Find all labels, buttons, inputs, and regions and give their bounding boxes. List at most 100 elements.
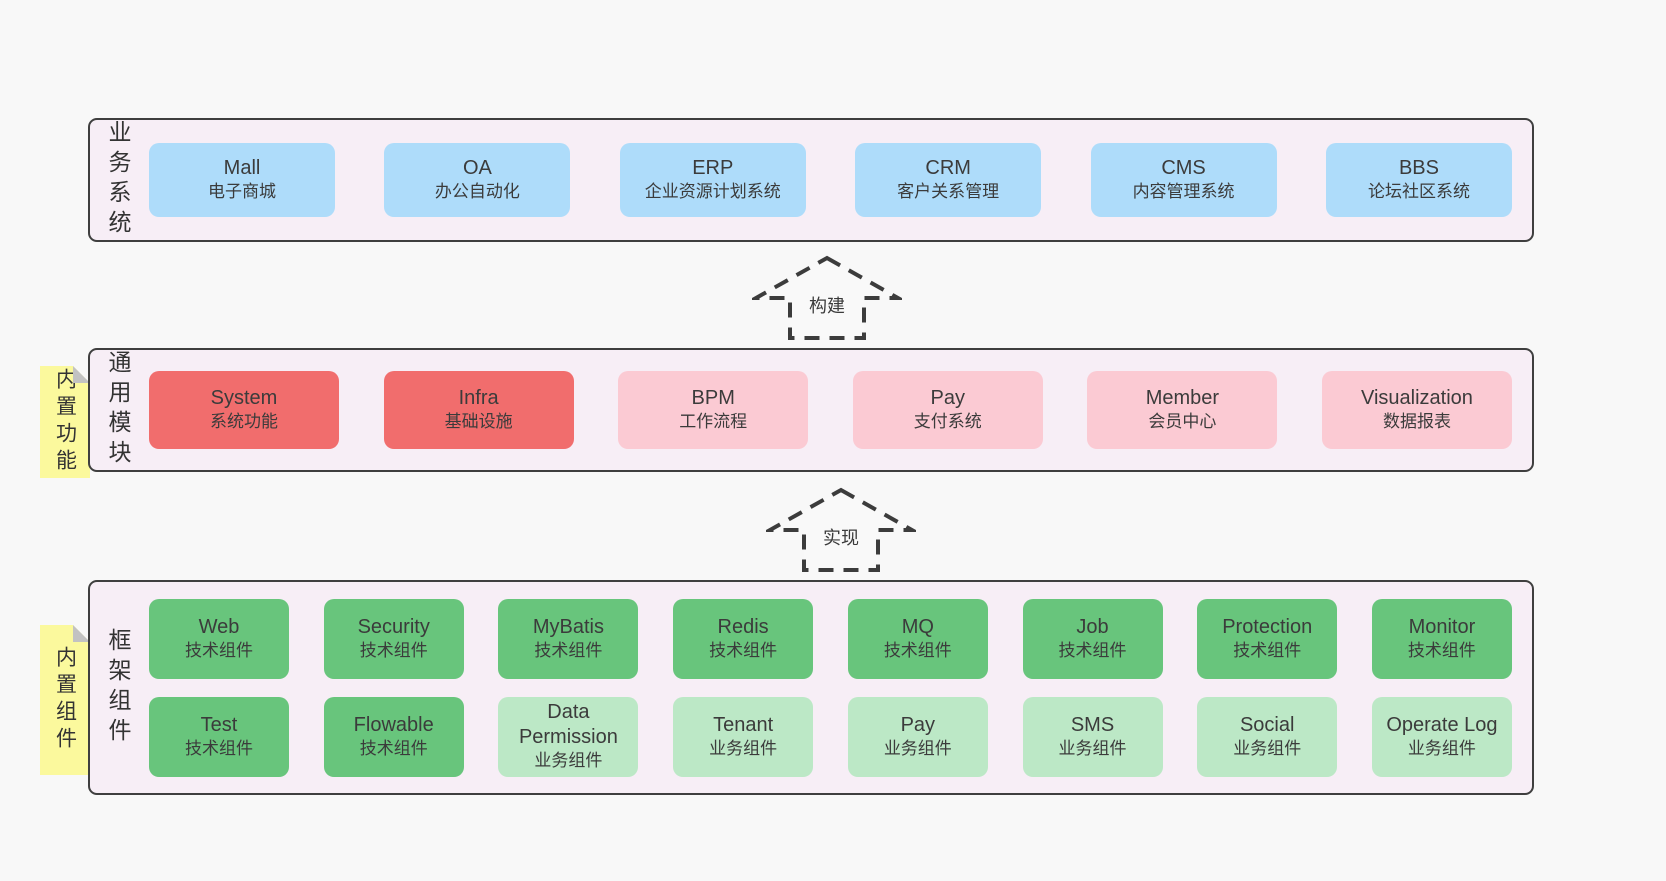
box-name: Pay <box>900 713 936 736</box>
box-name: CRM <box>925 157 971 180</box>
box-flowable: Flowable 技术组件 <box>323 696 464 777</box>
box-subtitle: 技术组件 <box>1058 640 1127 660</box>
box-subtitle: 技术组件 <box>185 738 253 758</box>
box-name: ERP <box>692 157 734 180</box>
box-subtitle: 技术组件 <box>359 738 428 758</box>
box-operate-log: Operate Log 业务组件 <box>1371 696 1512 777</box>
box-name: Pay <box>930 387 966 410</box>
box-subtitle: 业务组件 <box>1233 738 1302 758</box>
band-title-business: 业务系统 <box>105 120 131 240</box>
box-subtitle: 技术组件 <box>1407 640 1476 660</box>
box-subtitle: 技术组件 <box>709 640 778 660</box>
box-name: Infra <box>458 387 499 410</box>
box-name: Web <box>198 615 240 638</box>
box-bpm: BPM 工作流程 <box>618 371 809 449</box>
box-erp: ERP 企业资源计划系统 <box>619 143 806 217</box>
box-redis: Redis 技术组件 <box>673 598 814 679</box>
box-subtitle: 电子商城 <box>208 182 276 202</box>
box-web: Web 技术组件 <box>149 598 289 679</box>
box-subtitle: 业务组件 <box>1407 738 1476 758</box>
box-subtitle: 技术组件 <box>185 640 253 660</box>
build-arrow-label: 构建 <box>752 292 902 318</box>
box-subtitle: 企业资源计划系统 <box>644 182 781 202</box>
box-test: Test 技术组件 <box>149 696 289 777</box>
framework-boxes-grid: Web 技术组件 Security 技术组件 MyBatis 技术组件 Redi… <box>149 598 1512 777</box>
box-subtitle: 内容管理系统 <box>1132 182 1235 202</box>
box-name: Social <box>1239 713 1295 736</box>
build-arrow-icon: 构建 <box>752 254 902 342</box>
framework-row-2: Test 技术组件 Flowable 技术组件 Data Permission … <box>149 696 1512 777</box>
sticky-label: 内置功能 <box>53 368 77 476</box>
box-name: Data Permission <box>518 701 618 749</box>
box-name: Member <box>1145 387 1220 410</box>
box-member: Member 会员中心 <box>1087 371 1278 449</box>
box-name: BPM <box>691 387 735 410</box>
framework-row-1: Web 技术组件 Security 技术组件 MyBatis 技术组件 Redi… <box>149 598 1512 679</box>
box-name: BBS <box>1398 157 1439 180</box>
box-name: Mall <box>223 157 261 180</box>
box-pay-component: Pay 业务组件 <box>847 696 988 777</box>
box-name: Visualization <box>1361 387 1473 410</box>
band-title-framework-components: 框架组件 <box>105 627 131 748</box>
box-name: Redis <box>717 615 769 638</box>
box-monitor: Monitor 技术组件 <box>1371 598 1512 679</box>
box-sms: SMS 业务组件 <box>1022 696 1163 777</box>
framework-components-band: 框架组件 Web 技术组件 Security 技术组件 MyBatis 技术组件… <box>88 580 1534 795</box>
box-name: MyBatis <box>532 615 604 638</box>
box-name: Job <box>1076 615 1109 638</box>
box-visualization: Visualization 数据报表 <box>1321 371 1512 449</box>
box-name: Tenant <box>713 713 774 736</box>
box-subtitle: 业务组件 <box>1058 738 1127 758</box>
box-security: Security 技术组件 <box>323 598 464 679</box>
common-modules-boxes-row: System 系统功能 Infra 基础设施 BPM 工作流程 Pay 支付系统… <box>149 371 1512 449</box>
sticky-note-built-in-components: 内置组件 <box>40 625 90 775</box>
box-name: Protection <box>1222 615 1313 638</box>
box-job: Job 技术组件 <box>1022 598 1163 679</box>
box-pay: Pay 支付系统 <box>852 371 1043 449</box>
box-name: Test <box>200 713 238 736</box>
box-subtitle: 技术组件 <box>883 640 952 660</box>
box-infra: Infra 基础设施 <box>383 371 574 449</box>
box-subtitle: 系统功能 <box>210 412 278 432</box>
box-subtitle: 论坛社区系统 <box>1367 182 1470 202</box>
box-mall: Mall 电子商城 <box>149 143 335 217</box>
box-name: OA <box>462 157 492 180</box>
common-modules-band: 通用模块 System 系统功能 Infra 基础设施 BPM 工作流程 Pay… <box>88 348 1534 472</box>
band-title-common-modules: 通用模块 <box>105 350 131 470</box>
box-bbs: BBS 论坛社区系统 <box>1325 143 1512 217</box>
sticky-note-built-in-features: 内置功能 <box>40 366 90 478</box>
implement-arrow-label: 实现 <box>766 524 916 550</box>
box-subtitle: 会员中心 <box>1148 412 1217 432</box>
box-system: System 系统功能 <box>149 371 339 449</box>
box-name: Monitor <box>1408 615 1476 638</box>
box-name: Security <box>357 615 430 638</box>
business-systems-band: 业务系统 Mall 电子商城 OA 办公自动化 ERP 企业资源计划系统 CRM… <box>88 118 1534 242</box>
box-name: MQ <box>901 615 934 638</box>
box-subtitle: 业务组件 <box>883 738 952 758</box>
box-social: Social 业务组件 <box>1197 696 1338 777</box>
box-subtitle: 工作流程 <box>679 412 748 432</box>
box-tenant: Tenant 业务组件 <box>673 696 814 777</box>
box-oa: OA 办公自动化 <box>384 143 571 217</box>
box-mq: MQ 技术组件 <box>847 598 988 679</box>
business-boxes-row: Mall 电子商城 OA 办公自动化 ERP 企业资源计划系统 CRM 客户关系… <box>149 143 1512 217</box>
box-subtitle: 数据报表 <box>1382 412 1451 432</box>
box-name: Flowable <box>353 713 434 736</box>
implement-arrow-icon: 实现 <box>766 486 916 574</box>
sticky-label: 内置组件 <box>53 646 77 754</box>
box-subtitle: 业务组件 <box>709 738 778 758</box>
box-subtitle: 业务组件 <box>534 751 603 771</box>
box-crm: CRM 客户关系管理 <box>855 143 1042 217</box>
box-subtitle: 基础设施 <box>444 412 513 432</box>
box-name: CMS <box>1161 157 1206 180</box>
box-subtitle: 技术组件 <box>1233 640 1302 660</box>
box-protection: Protection 技术组件 <box>1197 598 1338 679</box>
box-name: System <box>210 387 278 410</box>
box-subtitle: 办公自动化 <box>434 182 520 202</box>
box-name: SMS <box>1070 713 1115 736</box>
box-data-permission: Data Permission 业务组件 <box>498 696 639 777</box>
box-subtitle: 支付系统 <box>913 412 982 432</box>
box-subtitle: 技术组件 <box>534 640 603 660</box>
box-cms: CMS 内容管理系统 <box>1090 143 1277 217</box>
